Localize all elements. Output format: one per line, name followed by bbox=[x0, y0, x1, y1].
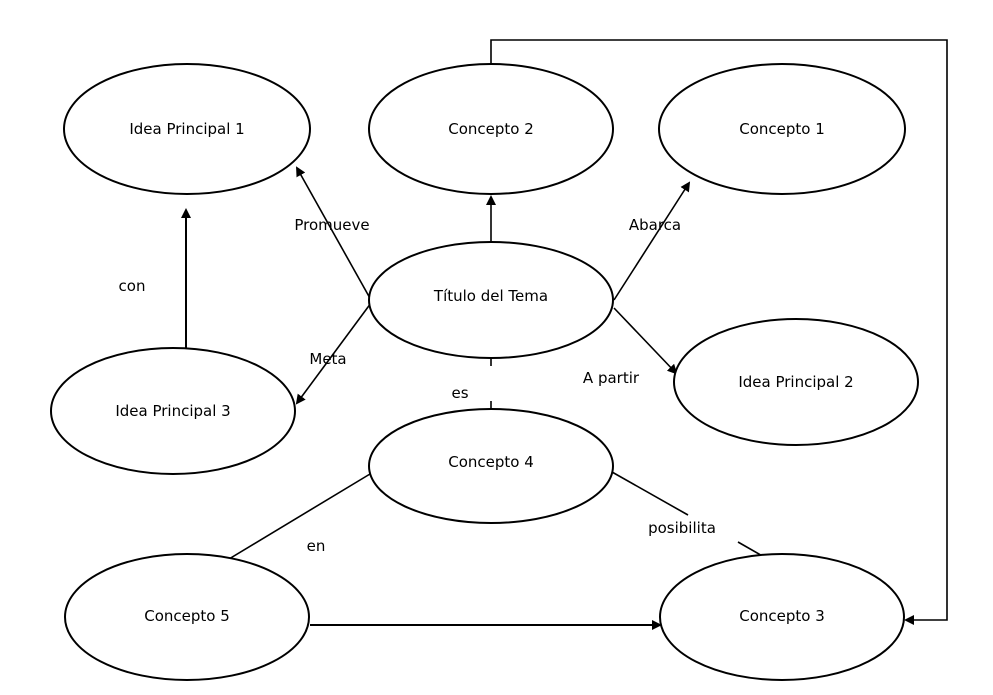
node-label-idea-principal-1: Idea Principal 1 bbox=[129, 120, 244, 138]
edge-label-en: en bbox=[307, 537, 326, 555]
node-idea-principal-2: Idea Principal 2 bbox=[673, 318, 919, 446]
node-concepto-1: Concepto 1 bbox=[658, 63, 906, 195]
edge-titulo-to-idea-principal-3 bbox=[295, 302, 372, 405]
node-label-concepto-3: Concepto 3 bbox=[739, 607, 825, 625]
node-concepto-3: Concepto 3 bbox=[659, 553, 905, 681]
edge-titulo-to-idea-principal-1 bbox=[296, 166, 372, 301]
edge-label-meta: Meta bbox=[309, 350, 346, 368]
edge-label-promueve: Promueve bbox=[294, 216, 369, 234]
edge-concepto-4-to-concepto-5 bbox=[217, 473, 371, 567]
node-concepto-5: Concepto 5 bbox=[64, 553, 310, 681]
node-label-concepto-1: Concepto 1 bbox=[739, 120, 825, 138]
edge-concepto-2-to-concepto-3 bbox=[490, 39, 948, 625]
node-label-concepto-2: Concepto 2 bbox=[448, 120, 534, 138]
edge-label-con: con bbox=[119, 277, 146, 295]
edge-label-abarca: Abarca bbox=[629, 216, 681, 234]
node-idea-principal-3: Idea Principal 3 bbox=[50, 347, 296, 475]
node-label-concepto-5: Concepto 5 bbox=[144, 607, 230, 625]
node-label-titulo-del-tema: Título del Tema bbox=[433, 287, 548, 305]
node-label-idea-principal-3: Idea Principal 3 bbox=[115, 402, 230, 420]
edge-label-es: es bbox=[451, 384, 468, 402]
edge-concepto-4-to-concepto-3 bbox=[611, 471, 689, 516]
edge-label-posibilita: posibilita bbox=[648, 519, 716, 537]
edge-label-a-partir: A partir bbox=[583, 369, 640, 387]
node-titulo-del-tema: Título del Tema bbox=[368, 241, 614, 359]
node-idea-principal-1: Idea Principal 1 bbox=[63, 63, 311, 195]
edge-titulo-to-idea-principal-2 bbox=[613, 307, 678, 375]
node-label-concepto-4: Concepto 4 bbox=[448, 453, 534, 471]
edge-titulo-to-concepto-1 bbox=[613, 181, 691, 301]
node-concepto-2: Concepto 2 bbox=[368, 63, 614, 195]
node-label-idea-principal-2: Idea Principal 2 bbox=[738, 373, 853, 391]
node-concepto-4: Concepto 4 bbox=[368, 408, 614, 524]
